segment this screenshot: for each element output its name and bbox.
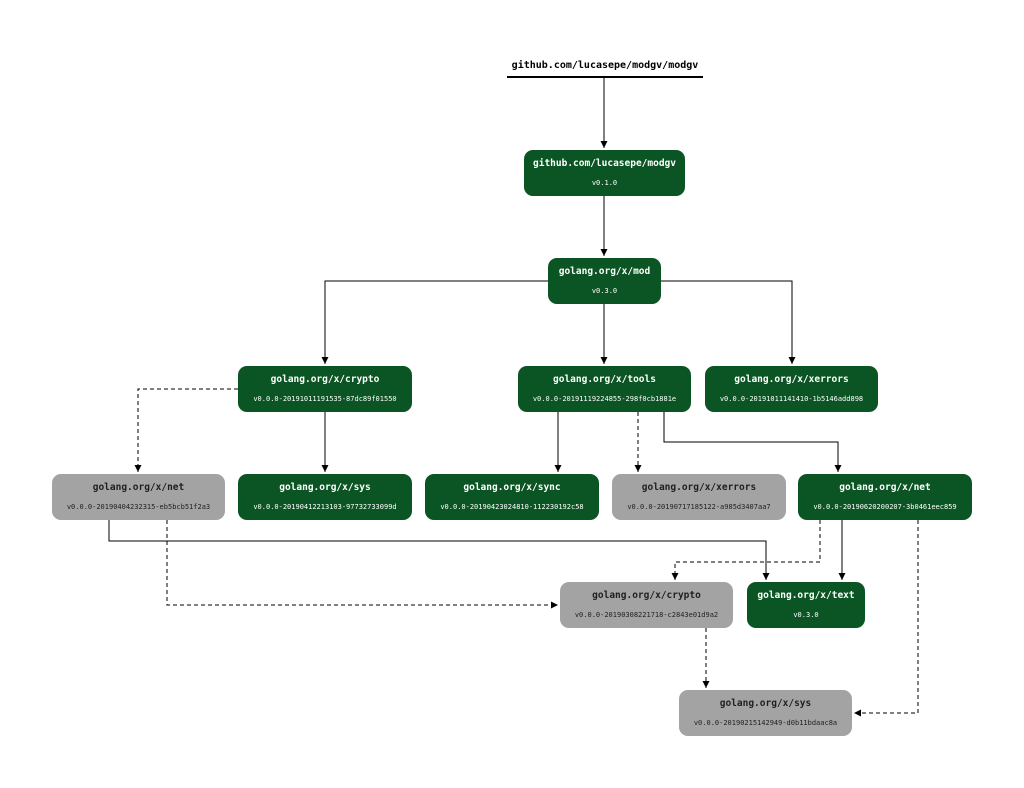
edge-net_a-to-crypto_b xyxy=(671,520,821,580)
edge-net_b-to-text xyxy=(108,520,770,580)
module-name: golang.org/x/crypto xyxy=(592,590,701,601)
module-version: v0.3.0 xyxy=(793,611,819,619)
module-name: golang.org/x/crypto xyxy=(270,374,380,385)
module-name: golang.org/x/mod xyxy=(558,266,651,277)
module-node-modgv: github.com/lucasepe/modgv v0.1.0 xyxy=(524,150,685,196)
module-node-xerrors-b: golang.org/x/xerrors v0.0.0-2019071718512… xyxy=(612,474,786,520)
module-name: golang.org/x/sync xyxy=(463,482,561,493)
module-version: v0.0.0-20190308221718-c2843e01d9a2 xyxy=(574,611,719,619)
module-version: v0.0.0-20190717185122-a985d3407aa7 xyxy=(627,503,771,511)
module-version: v0.0.0-20191011141410-1b5146add898 xyxy=(719,395,864,403)
module-node-tools: golang.org/x/tools v0.0.0-20191119224855-… xyxy=(518,366,691,412)
edge-mod-to-crypto_a xyxy=(321,280,548,364)
module-node-net-a: golang.org/x/net v0.0.0-20190620200207-3b… xyxy=(798,474,972,520)
edge-net_a-to-sys_b xyxy=(854,520,919,717)
module-node-text: golang.org/x/text v0.3.0 xyxy=(747,582,865,628)
module-version: v0.1.0 xyxy=(591,179,618,187)
module-node-crypto-b: golang.org/x/crypto v0.0.0-20190308221718… xyxy=(560,582,733,628)
module-version: v0.0.0-20190423024810-112230192c58 xyxy=(440,503,584,511)
edge-crypto_a-to-net_b xyxy=(134,388,238,472)
edge-mod-to-xerrors_a xyxy=(661,280,796,364)
edge-net_b-to-crypto_b xyxy=(166,520,558,609)
module-name: golang.org/x/sys xyxy=(719,698,812,709)
module-name: golang.org/x/net xyxy=(92,482,185,493)
module-version: v0.0.0-20191011191535-87dc89f01550 xyxy=(253,395,397,403)
module-name: golang.org/x/net xyxy=(839,482,931,493)
module-name: golang.org/x/tools xyxy=(553,374,656,385)
module-node-net-b: golang.org/x/net v0.0.0-20190404232315-eb… xyxy=(52,474,225,520)
module-name: golang.org/x/text xyxy=(757,590,855,601)
module-node-xerrors-a: golang.org/x/xerrors v0.0.0-2019101114141… xyxy=(705,366,878,412)
module-node-mod: golang.org/x/mod v0.3.0 xyxy=(548,258,661,304)
module-version: v0.0.0-20191119224855-298f0cb1881e xyxy=(532,395,677,403)
module-version: v0.0.0-20190404232315-eb5bcb51f2a3 xyxy=(66,503,211,511)
edge-tools-to-net_a xyxy=(663,412,842,472)
module-name: golang.org/x/xerrors xyxy=(734,374,849,385)
module-name: golang.org/x/xerrors xyxy=(641,482,757,493)
module-name: golang.org/x/sys xyxy=(279,482,371,493)
module-node-crypto-a: golang.org/x/crypto v0.0.0-20191011191535… xyxy=(238,366,412,412)
module-name: github.com/lucasepe/modgv xyxy=(533,158,676,169)
module-version: v0.3.0 xyxy=(591,287,618,295)
module-version: v0.0.0-20190620200207-3b0461eec859 xyxy=(813,503,957,511)
root-module-label: github.com/lucasepe/modgv/modgv xyxy=(507,54,703,78)
module-version: v0.0.0-20190215142949-d0b11bdaac8a xyxy=(693,719,838,727)
module-node-sys-b: golang.org/x/sys v0.0.0-20190215142949-d0… xyxy=(679,690,852,736)
module-node-sync: golang.org/x/sync v0.0.0-20190423024810-1… xyxy=(425,474,599,520)
module-node-sys-a: golang.org/x/sys v0.0.0-20190412213103-97… xyxy=(238,474,412,520)
module-version: v0.0.0-20190412213103-97732733099d xyxy=(253,503,397,511)
